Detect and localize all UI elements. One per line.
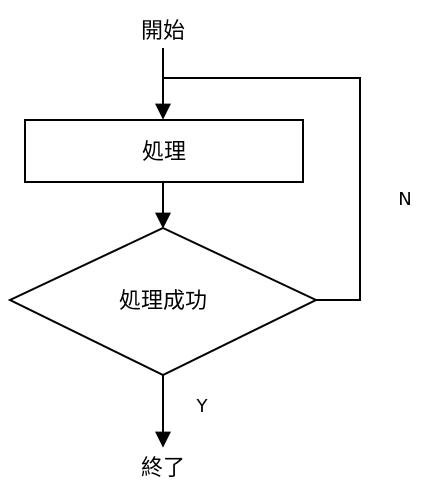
process-box bbox=[24, 119, 304, 183]
no-branch-label: N bbox=[398, 189, 411, 210]
start-label: 開始 bbox=[141, 19, 185, 44]
yes-branch-label: Y bbox=[196, 396, 209, 417]
process-label: 処理 bbox=[142, 140, 186, 165]
edge-no-loop bbox=[163, 77, 361, 301]
end-label: 終了 bbox=[141, 456, 185, 481]
decision-label: 処理成功 bbox=[119, 289, 207, 314]
